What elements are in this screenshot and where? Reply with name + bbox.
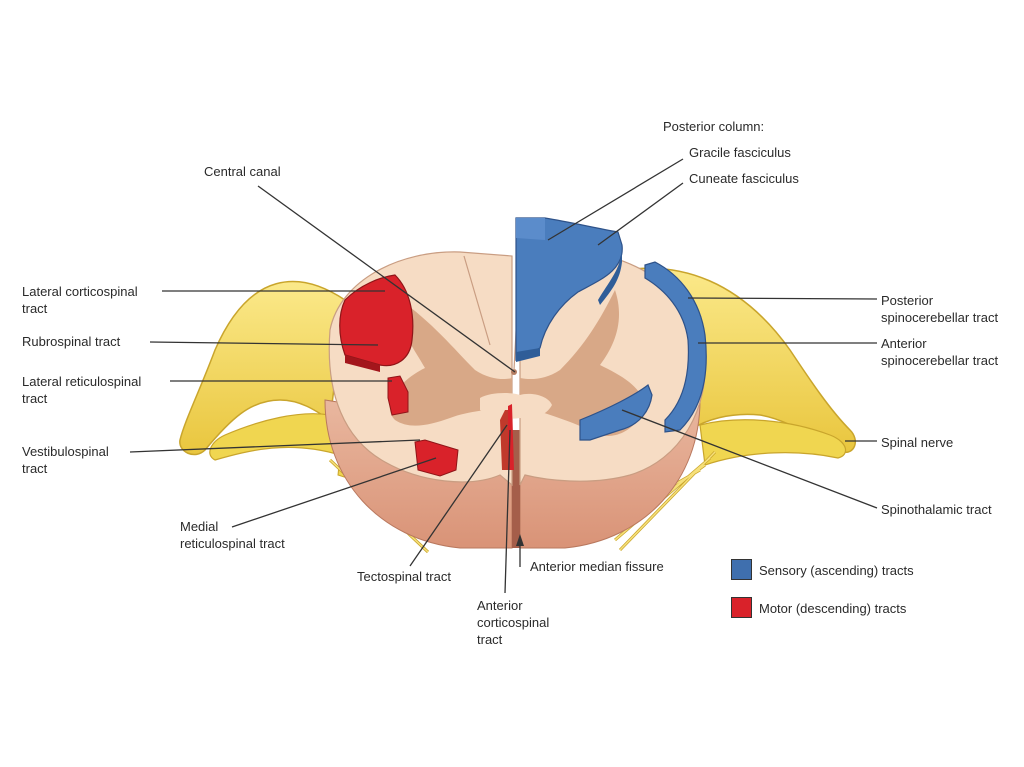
anterior-median-fissure-label: Anterior median fissure: [530, 559, 664, 574]
cuneate-fasciculus-label: Cuneate fasciculus: [689, 171, 799, 186]
tectospinal-label: Tectospinal tract: [357, 569, 451, 584]
posterior-column-label: Posterior column:: [663, 119, 765, 134]
motor-legend-label: Motor (descending) tracts: [759, 601, 907, 616]
sensory-legend-swatch: [731, 559, 752, 580]
leader-lines: [129, 158, 878, 594]
rubrospinal-label: Rubrospinal tract: [22, 334, 121, 349]
vestibulospinal-label: Vestibulospinal tract: [22, 444, 109, 476]
spinothalamic-label: Spinothalamic tract: [881, 502, 992, 517]
lateral-corticospinal-label: Lateral corticospinal tract: [22, 284, 138, 316]
anterior-spinocerebellar-label: Anterior spinocerebellar tract: [881, 336, 999, 368]
anterior-corticospinal-label: Anterior corticospinal tract: [477, 598, 550, 647]
medial-reticulospinal-label: Medial reticulospinal tract: [180, 519, 285, 551]
motor-legend-swatch: [731, 597, 752, 618]
fissure-arrowhead: [516, 534, 524, 546]
motor-tracts: [339, 274, 514, 477]
sensory-legend-label: Sensory (ascending) tracts: [759, 563, 914, 578]
posterior-spinocerebellar-label: Posterior spinocerebellar tract: [881, 293, 999, 325]
gracile-fasciculus-label: Gracile fasciculus: [689, 145, 791, 160]
central-canal-label: Central canal: [204, 164, 281, 179]
lateral-reticulospinal-label: Lateral reticulospinal tract: [22, 374, 142, 406]
sensory-tracts: [515, 217, 707, 441]
spinal-nerve-label: Spinal nerve: [881, 435, 954, 450]
